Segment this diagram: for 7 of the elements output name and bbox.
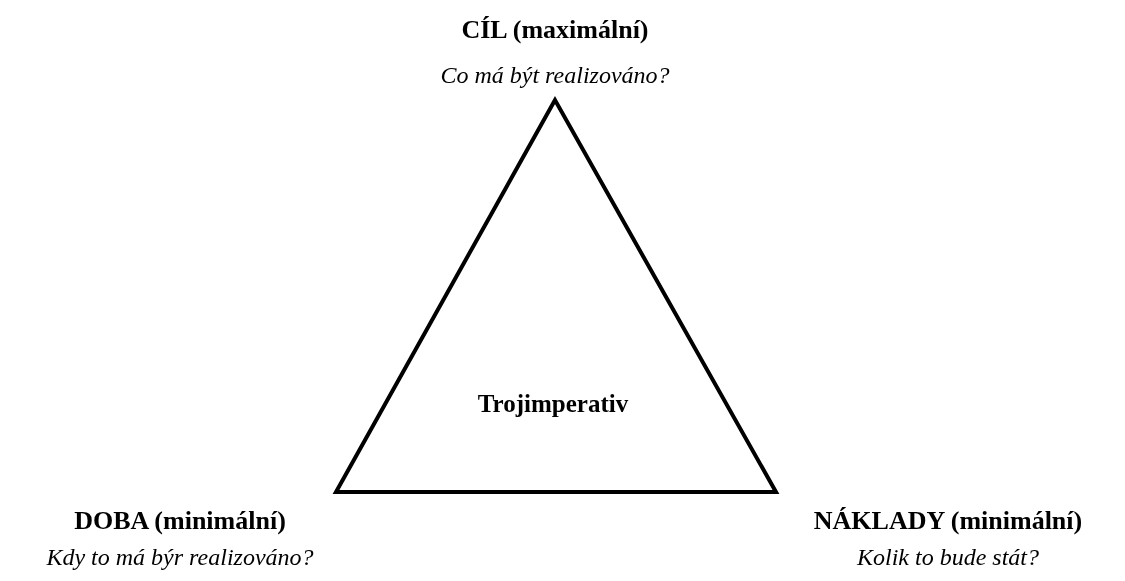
- triangle-label: Trojimperativ: [477, 390, 629, 418]
- vertex-question: Co má být realizováno?: [440, 62, 670, 89]
- vertex-heading: CÍL (maximální): [461, 16, 649, 45]
- vertex-question: Kolik to bude stát?: [857, 544, 1039, 571]
- vertex-question: Kdy to má býr realizováno?: [46, 544, 314, 571]
- vertex-heading: NÁKLADY (minimální): [813, 507, 1083, 536]
- vertex-heading: DOBA (minimální): [74, 507, 286, 536]
